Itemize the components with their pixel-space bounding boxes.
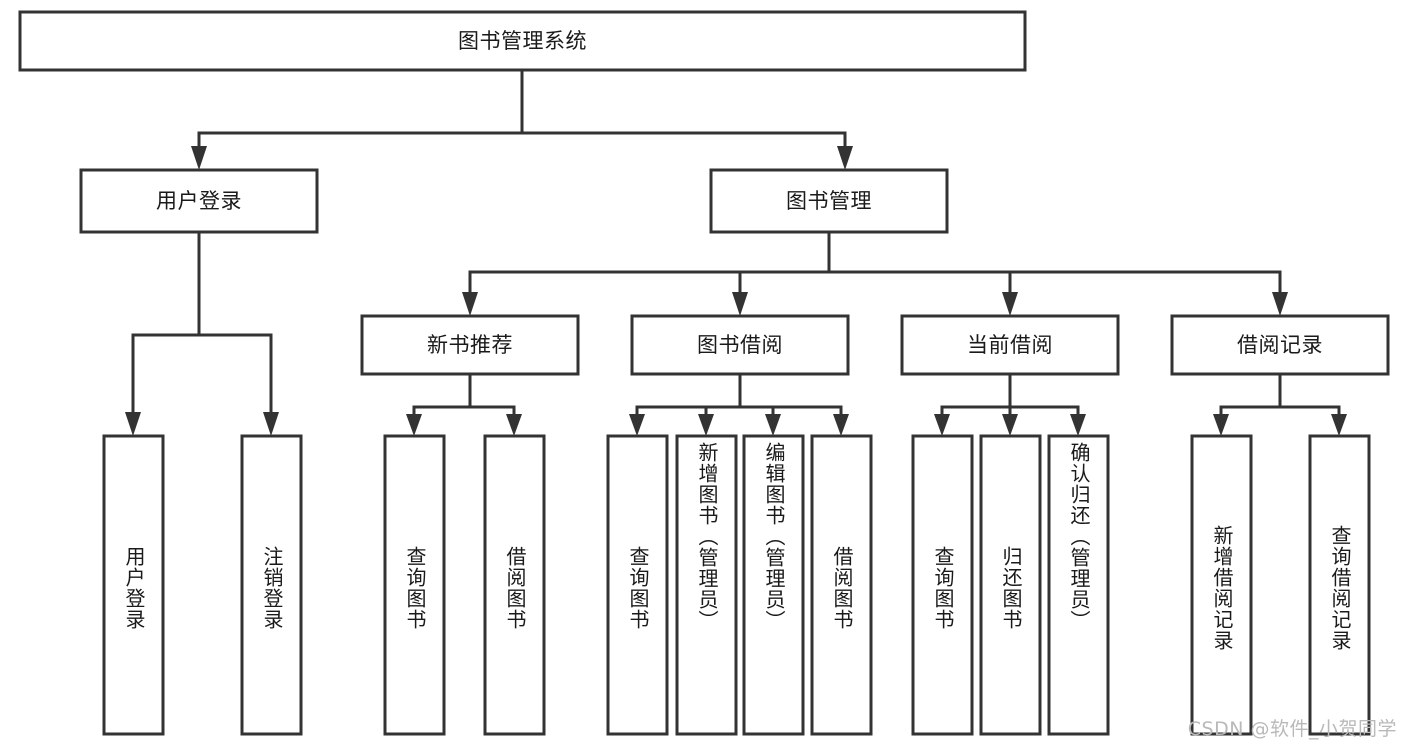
connector-root-to-level2 [191, 68, 853, 170]
node-box-leaf[interactable] [810, 434, 873, 736]
arrow-head-icon [263, 412, 279, 436]
arrow-head-icon [191, 146, 207, 170]
node-box-leaf[interactable] [483, 434, 546, 736]
connector-bookborrow-to-leaves [629, 372, 849, 436]
arrow-head-icon [506, 414, 522, 436]
node-box-root[interactable] [18, 10, 1027, 72]
arrow-head-icon [462, 292, 478, 316]
connector-borrowrecord-to-leaves [1213, 372, 1347, 436]
arrow-head-icon [125, 412, 141, 436]
node-box-borrow-record[interactable] [1170, 314, 1390, 376]
arrow-head-icon [1331, 414, 1347, 436]
node-box-leaf[interactable] [1190, 434, 1253, 736]
node-box-leaf[interactable] [240, 434, 303, 736]
connector-newbook-to-leaves [406, 372, 522, 436]
arrow-head-icon [833, 414, 849, 436]
arrow-head-icon [934, 414, 950, 436]
connector-currentborrow-to-leaves [934, 372, 1086, 436]
node-box-current-borrow[interactable] [900, 314, 1120, 376]
node-box-leaf[interactable] [606, 434, 669, 736]
node-box-leaf[interactable] [979, 434, 1042, 736]
node-box-book-borrow[interactable] [630, 314, 850, 376]
node-box-book-management[interactable] [709, 168, 949, 234]
node-box-user-login[interactable] [79, 168, 319, 234]
node-box-leaf[interactable] [383, 434, 446, 736]
arrow-head-icon [629, 414, 645, 436]
node-box-leaf[interactable] [911, 434, 974, 736]
arrow-head-icon [1272, 292, 1288, 316]
node-box-leaf[interactable] [102, 434, 165, 736]
arrow-head-icon [1002, 414, 1018, 436]
connector-booksys-to-level3 [462, 230, 1288, 316]
node-box-new-book-recommend[interactable] [360, 314, 580, 376]
node-box-leaf[interactable] [742, 434, 805, 736]
connector-userlogin-to-leaves [125, 230, 279, 436]
node-box-leaf[interactable] [675, 434, 738, 736]
arrow-head-icon [406, 414, 422, 436]
arrow-head-icon [765, 414, 781, 436]
arrow-head-icon [1002, 292, 1018, 316]
arrow-head-icon [837, 146, 853, 170]
arrow-head-icon [1213, 414, 1229, 436]
arrow-head-icon [698, 414, 714, 436]
node-box-leaf[interactable] [1308, 434, 1371, 736]
arrow-head-icon [1070, 414, 1086, 436]
arrow-head-icon [732, 292, 748, 316]
node-box-leaf[interactable] [1047, 434, 1110, 736]
